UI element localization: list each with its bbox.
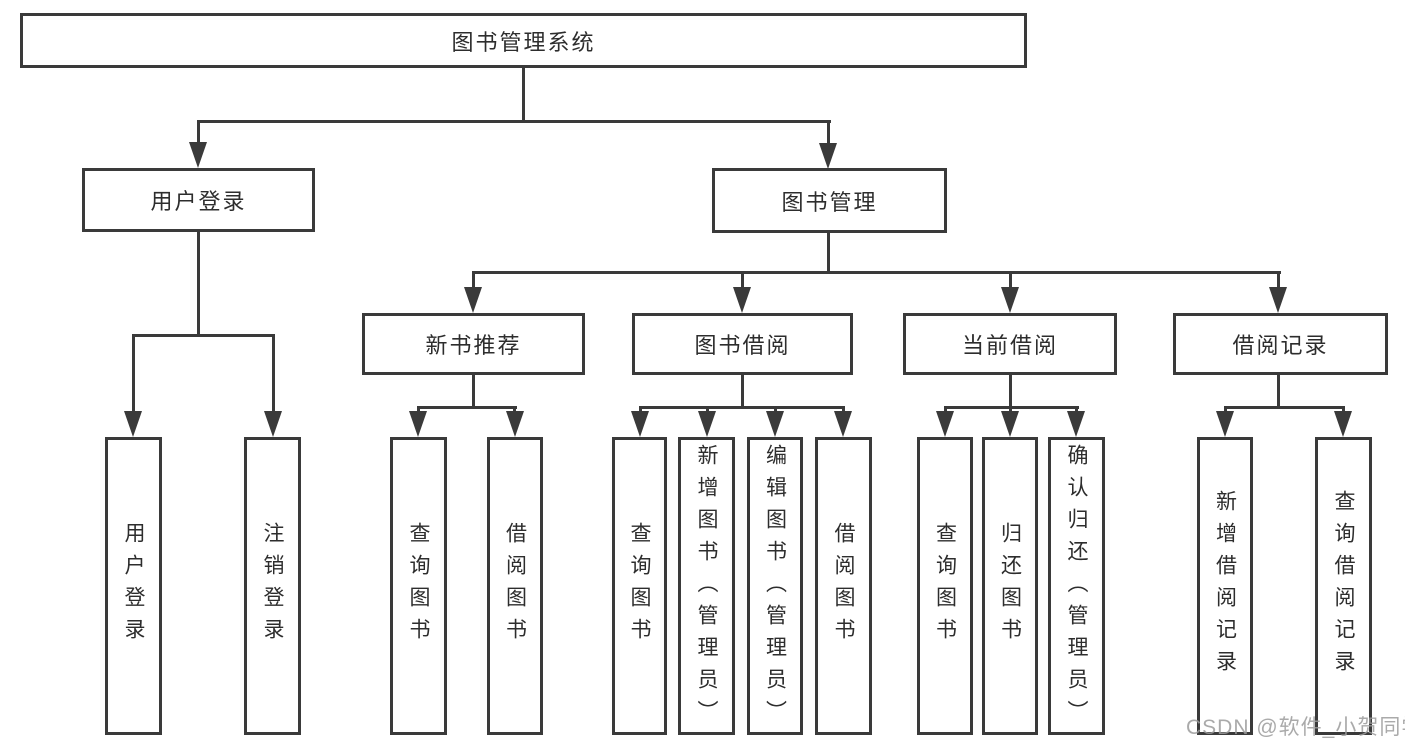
connector-line	[1224, 406, 1345, 409]
node-leaf-query-books-recommend: 查询图书	[390, 437, 447, 735]
node-leaf-query-borrow-record: 查询借阅记录	[1315, 437, 1372, 735]
node-label: 编辑图书（管理员）	[763, 444, 787, 732]
connector-line	[827, 233, 830, 273]
connector-line	[842, 407, 845, 413]
node-label: 归还图书	[998, 522, 1022, 650]
node-label: 查询图书	[628, 522, 651, 650]
arrow-down-icon	[834, 411, 852, 437]
arrow-down-icon	[1001, 287, 1019, 313]
connector-line	[472, 375, 475, 408]
arrow-down-icon	[1001, 411, 1019, 437]
arrow-down-icon	[464, 287, 482, 313]
connector-line	[417, 406, 517, 409]
node-leaf-logout: 注销登录	[244, 437, 301, 735]
node-user-login: 用户登录	[82, 168, 315, 232]
connector-line	[1342, 407, 1345, 413]
connector-line	[774, 407, 777, 413]
connector-line	[741, 272, 744, 289]
connector-line	[272, 335, 275, 413]
connector-line	[1277, 375, 1280, 408]
node-new-book-recommend: 新书推荐	[362, 313, 585, 375]
arrow-down-icon	[1334, 411, 1352, 437]
connector-line	[197, 121, 200, 144]
connector-line	[1224, 407, 1227, 413]
arrow-down-icon	[1067, 411, 1085, 437]
arrow-down-icon	[819, 143, 837, 169]
csdn-watermark: CSDN @软件_小贺同学	[1186, 716, 1405, 739]
node-library-management-system: 图书管理系统	[20, 13, 1027, 68]
connector-line	[132, 334, 275, 337]
node-leaf-confirm-return-admin: 确认归还（管理员）	[1048, 437, 1105, 735]
node-leaf-query-books-current: 查询图书	[917, 437, 973, 735]
node-label: 新增图书（管理员）	[695, 444, 718, 732]
node-label: 借阅图书	[503, 522, 527, 650]
arrow-down-icon	[506, 411, 524, 437]
connector-line	[522, 68, 525, 121]
node-label: 借阅图书	[832, 522, 855, 650]
node-borrow-records: 借阅记录	[1173, 313, 1388, 375]
node-leaf-return-books: 归还图书	[982, 437, 1038, 735]
connector-line	[1277, 272, 1280, 289]
node-leaf-borrow-books: 借阅图书	[815, 437, 872, 735]
node-label: 当前借阅	[961, 333, 1058, 358]
node-label: 用户登录	[122, 522, 145, 650]
connector-line	[639, 406, 845, 409]
arrow-down-icon	[264, 411, 282, 437]
connector-line	[1009, 272, 1012, 289]
node-leaf-query-books-borrow: 查询图书	[612, 437, 667, 735]
arrow-down-icon	[733, 287, 751, 313]
arrow-down-icon	[1269, 287, 1287, 313]
node-leaf-user-login: 用户登录	[105, 437, 162, 735]
node-label: 图书管理	[781, 189, 878, 215]
node-label: 借阅记录	[1232, 333, 1329, 358]
arrow-down-icon	[1216, 411, 1234, 437]
connector-line	[639, 407, 642, 413]
connector-line	[197, 120, 831, 123]
connector-line	[132, 335, 135, 413]
node-label: 图书管理系统	[451, 29, 596, 55]
node-leaf-add-borrow-record: 新增借阅记录	[1197, 437, 1253, 735]
connector-line	[472, 271, 1281, 274]
node-label: 图书借阅	[694, 333, 791, 358]
arrow-down-icon	[631, 411, 649, 437]
node-book-management: 图书管理	[712, 168, 947, 233]
node-label: 用户登录	[150, 189, 247, 214]
connector-line	[741, 375, 744, 408]
node-leaf-edit-books-admin: 编辑图书（管理员）	[747, 437, 803, 735]
node-label: 新书推荐	[425, 333, 522, 358]
connector-line	[513, 407, 516, 413]
node-leaf-borrow-books-recommend: 借阅图书	[487, 437, 543, 735]
connector-line	[472, 272, 475, 289]
arrow-down-icon	[698, 411, 716, 437]
node-leaf-add-books-admin: 新增图书（管理员）	[678, 437, 735, 735]
arrow-down-icon	[124, 411, 142, 437]
node-label: 确认归还（管理员）	[1065, 444, 1088, 732]
node-label: 查询图书	[933, 522, 957, 650]
arrow-down-icon	[189, 142, 207, 168]
arrow-down-icon	[936, 411, 954, 437]
node-label: 查询借阅记录	[1332, 490, 1355, 682]
connector-line	[1075, 407, 1078, 413]
connector-line	[1009, 375, 1012, 408]
node-current-borrow: 当前借阅	[903, 313, 1117, 375]
connector-line	[1009, 407, 1012, 413]
node-book-borrow: 图书借阅	[632, 313, 853, 375]
connector-line	[944, 407, 947, 413]
arrow-down-icon	[766, 411, 784, 437]
connector-line	[706, 407, 709, 413]
node-label: 新增借阅记录	[1213, 490, 1237, 682]
node-label: 查询图书	[407, 522, 430, 650]
connector-line	[417, 407, 420, 413]
connector-line	[197, 232, 200, 335]
arrow-down-icon	[409, 411, 427, 437]
connector-line	[827, 121, 830, 145]
node-label: 注销登录	[261, 522, 284, 650]
